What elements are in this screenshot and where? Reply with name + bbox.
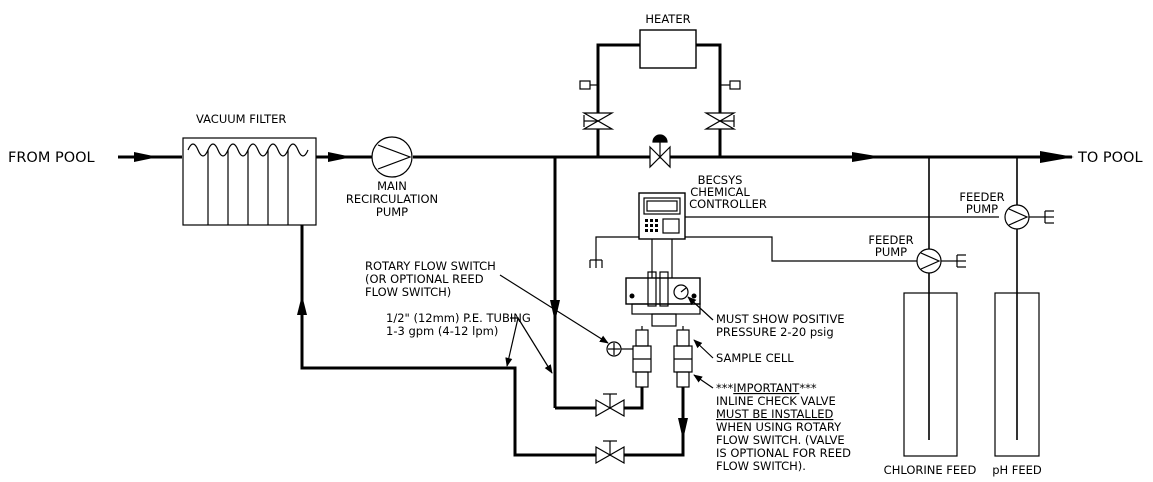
- tubing-label-2: 1-3 gpm (4-12 lpm): [386, 324, 498, 338]
- sample-cell-assembly: [606, 271, 701, 388]
- feeder-pump-1-label-1: FEEDER: [868, 233, 913, 247]
- important-note-line-2: MUST BE INSTALLED: [716, 407, 834, 421]
- rotary-switch-leader: [499, 274, 609, 344]
- sample-cell-leader: [693, 339, 714, 359]
- vacuum-filter: [182, 137, 317, 226]
- positive-pressure-label-1: MUST SHOW POSITIVE: [716, 312, 845, 326]
- chlorine-feed-tank: [903, 292, 958, 457]
- controller-wiring: [589, 216, 999, 278]
- important-note-line-6: FLOW SWITCH).: [716, 459, 806, 473]
- main-pump-label-1: MAIN: [377, 179, 407, 193]
- controller-label-3: CONTROLLER: [689, 197, 767, 211]
- to-pool-label: TO POOL: [1077, 150, 1143, 166]
- feed-lines: [928, 157, 1018, 440]
- important-note-line-4: FLOW SWITCH. (VALVE: [716, 433, 845, 447]
- tubing-leader-2: [517, 317, 553, 374]
- tubing-leader-1: [505, 317, 519, 367]
- rotary-switch-label-3: FLOW SWITCH): [365, 285, 451, 299]
- from-pool-label: FROM POOL: [8, 150, 95, 166]
- important-note-line-1: INLINE CHECK VALVE: [716, 394, 836, 408]
- controller-label-2: CHEMICAL: [690, 185, 750, 199]
- sample-cell-label: SAMPLE CELL: [716, 351, 794, 365]
- important-note-line-3: WHEN USING ROTARY: [716, 420, 842, 434]
- important-leader: [693, 374, 714, 389]
- main-pipe: [118, 151, 1074, 163]
- feeder-pump-1-icon: [916, 248, 966, 274]
- pressure-leader: [687, 296, 714, 321]
- feeder-pump-1-label-2: PUMP: [875, 245, 907, 259]
- chlorine-feed-label: CHLORINE FEED: [884, 463, 977, 477]
- ph-feed-label: pH FEED: [992, 463, 1042, 477]
- tubing-label-1: 1/2" (12mm) P.E. TUBING: [386, 311, 531, 325]
- sample-return-line: [297, 225, 688, 457]
- important-note-line-0: ***IMPORTANT***: [716, 381, 817, 395]
- bypass-valve-icon: [649, 134, 671, 169]
- main-pump-label-3: PUMP: [376, 205, 408, 219]
- controller-label-1: BECSYS: [698, 173, 743, 187]
- main-pump-label-2: RECIRCULATION: [346, 192, 438, 206]
- sample-supply-line: [550, 157, 644, 410]
- rotary-switch-label-1: ROTARY FLOW SWITCH: [365, 259, 496, 273]
- positive-pressure-label-2: PRESSURE 2-20 psig: [716, 325, 834, 339]
- ph-feed-tank: [994, 292, 1040, 457]
- rotary-switch-label-2: (OR OPTIONAL REED: [365, 272, 484, 286]
- feeder-pump-2-label-2: PUMP: [966, 202, 998, 216]
- sample-valve-2-icon: [595, 440, 625, 465]
- chemical-controller-icon: [638, 192, 686, 240]
- heater-loop: [579, 29, 741, 157]
- vacuum-filter-label: VACUUM FILTER: [196, 112, 286, 126]
- feeder-pump-2-icon: [1004, 204, 1054, 230]
- heater-label: HEATER: [645, 12, 690, 26]
- feeder-pump-2-label-1: FEEDER: [959, 190, 1004, 204]
- sample-valve-1-icon: [595, 393, 625, 418]
- important-note-line-5: IS OPTIONAL FOR REED: [716, 446, 851, 460]
- main-pump-icon: [371, 136, 413, 178]
